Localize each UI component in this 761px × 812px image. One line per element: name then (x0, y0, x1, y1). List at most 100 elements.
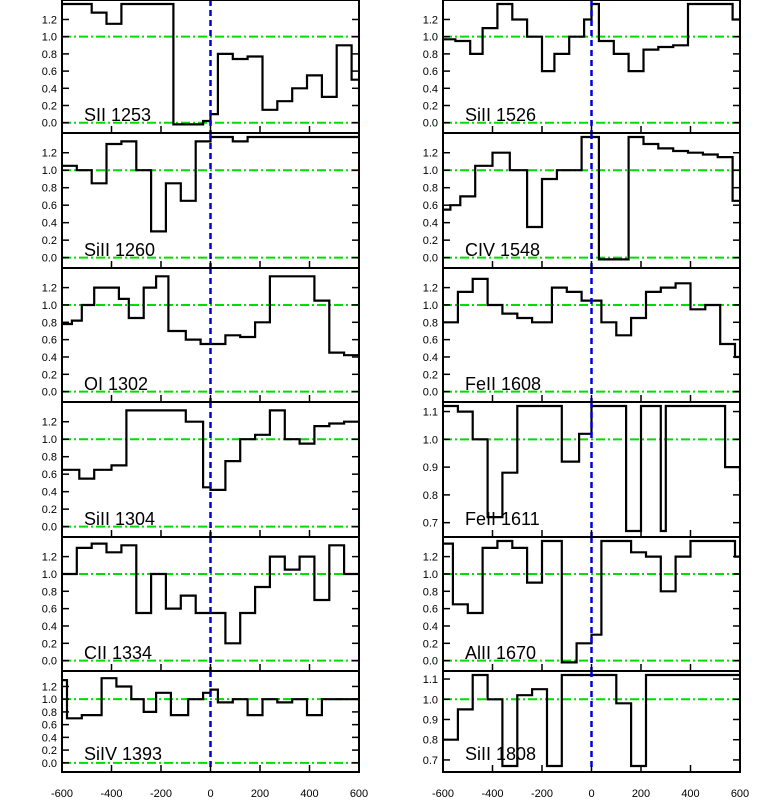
y-tick-label: 0.6 (423, 200, 438, 212)
y-tick-label: 0.8 (423, 490, 438, 502)
y-tick-label: 1.1 (423, 407, 438, 419)
x-tick-label: 200 (632, 788, 650, 800)
y-tick-label: 0.0 (42, 253, 57, 265)
y-tick-label: 0.6 (423, 335, 438, 347)
y-tick-label: 0.0 (42, 387, 57, 399)
y-tick-label: 0.6 (42, 200, 57, 212)
x-tick-label: -600 (51, 788, 73, 800)
y-tick-label: 1.0 (42, 165, 57, 177)
y-tick-label: 0.0 (42, 522, 57, 534)
panel-label: SiII 1808 (465, 744, 536, 764)
y-tick-label: 0.8 (42, 317, 57, 329)
y-tick-label: 0.6 (42, 66, 57, 78)
y-tick-label: 0.4 (42, 352, 57, 364)
spectrum-line (443, 673, 740, 768)
y-tick-label: 1.0 (423, 165, 438, 177)
panel-label: AlII 1670 (465, 643, 536, 663)
y-tick-label: 0.4 (42, 621, 57, 633)
y-tick-label: 0.0 (42, 656, 57, 668)
y-tick-label: 0.8 (423, 586, 438, 598)
x-tick-label: 400 (681, 788, 699, 800)
panel-label: SII 1253 (84, 105, 151, 125)
spectrum-line (443, 277, 740, 359)
y-tick-label: 0.2 (42, 100, 57, 112)
panel-label: OI 1302 (84, 374, 148, 394)
spectrum-line (62, 677, 359, 720)
y-tick-label: 0.8 (42, 707, 57, 719)
y-tick-label: 1.2 (423, 14, 438, 26)
spectrum-line (443, 2, 740, 73)
y-tick-label: 1.2 (42, 283, 57, 295)
panel-label: SiII 1526 (465, 105, 536, 125)
y-tick-label: 0.6 (423, 604, 438, 616)
y-tick-label: 1.2 (42, 552, 57, 564)
x-tick-label: 0 (588, 788, 594, 800)
y-tick-label: 1.0 (423, 32, 438, 44)
y-tick-label: 1.0 (42, 32, 57, 44)
y-tick-label: 0.4 (42, 732, 57, 744)
y-tick-label: 1.0 (42, 300, 57, 312)
y-tick-label: 0.8 (423, 317, 438, 329)
y-tick-label: 0.0 (423, 387, 438, 399)
y-tick-label: 0.8 (423, 183, 438, 195)
spectrum-line (443, 539, 740, 664)
y-tick-label: 0.8 (42, 586, 57, 598)
y-tick-label: 0.9 (423, 714, 438, 726)
x-tick-label: 400 (300, 788, 318, 800)
y-tick-label: 1.2 (423, 148, 438, 160)
spectrum-line (62, 275, 359, 357)
x-tick-label: -200 (150, 788, 172, 800)
y-tick-label: 0.6 (423, 66, 438, 78)
y-tick-label: 0.2 (42, 745, 57, 757)
y-tick-label: 0.6 (42, 720, 57, 732)
y-tick-label: 0.2 (423, 235, 438, 247)
y-tick-label: 0.7 (423, 518, 438, 530)
x-tick-label: 600 (350, 788, 368, 800)
x-tick-label: 0 (207, 788, 213, 800)
y-tick-label: 0.8 (42, 452, 57, 464)
spectrum-line (443, 135, 740, 261)
spectrum-line (62, 409, 359, 491)
y-tick-label: 0.8 (42, 183, 57, 195)
y-tick-label: 0.2 (423, 100, 438, 112)
y-tick-label: 0.8 (423, 49, 438, 61)
x-tick-label: -600 (432, 788, 454, 800)
y-tick-label: 1.2 (423, 283, 438, 295)
y-tick-label: 0.2 (42, 504, 57, 516)
y-tick-label: 0.4 (423, 352, 438, 364)
y-tick-label: 0.6 (42, 469, 57, 481)
x-tick-label: -200 (531, 788, 553, 800)
y-tick-label: 1.2 (423, 552, 438, 564)
y-tick-label: 1.0 (423, 434, 438, 446)
y-tick-label: 0.0 (42, 118, 57, 130)
spectrum-line (62, 135, 359, 233)
y-tick-label: 1.0 (423, 694, 438, 706)
y-tick-label: 1.2 (42, 417, 57, 429)
y-tick-label: 0.8 (423, 735, 438, 747)
x-tick-label: 200 (251, 788, 269, 800)
panel-label: CIV 1548 (465, 240, 540, 260)
y-tick-label: 0.4 (42, 83, 57, 95)
y-tick-label: 0.4 (423, 83, 438, 95)
y-tick-label: 0.2 (42, 369, 57, 381)
y-tick-label: 0.0 (423, 253, 438, 265)
x-tick-label: -400 (100, 788, 122, 800)
y-tick-label: 0.4 (423, 218, 438, 230)
y-tick-label: 0.7 (423, 755, 438, 767)
y-tick-label: 1.2 (42, 14, 57, 26)
y-tick-label: 0.6 (42, 335, 57, 347)
panel-label: SiIV 1393 (84, 744, 162, 764)
y-tick-label: 0.0 (42, 758, 57, 770)
spectrum-line (62, 2, 359, 126)
